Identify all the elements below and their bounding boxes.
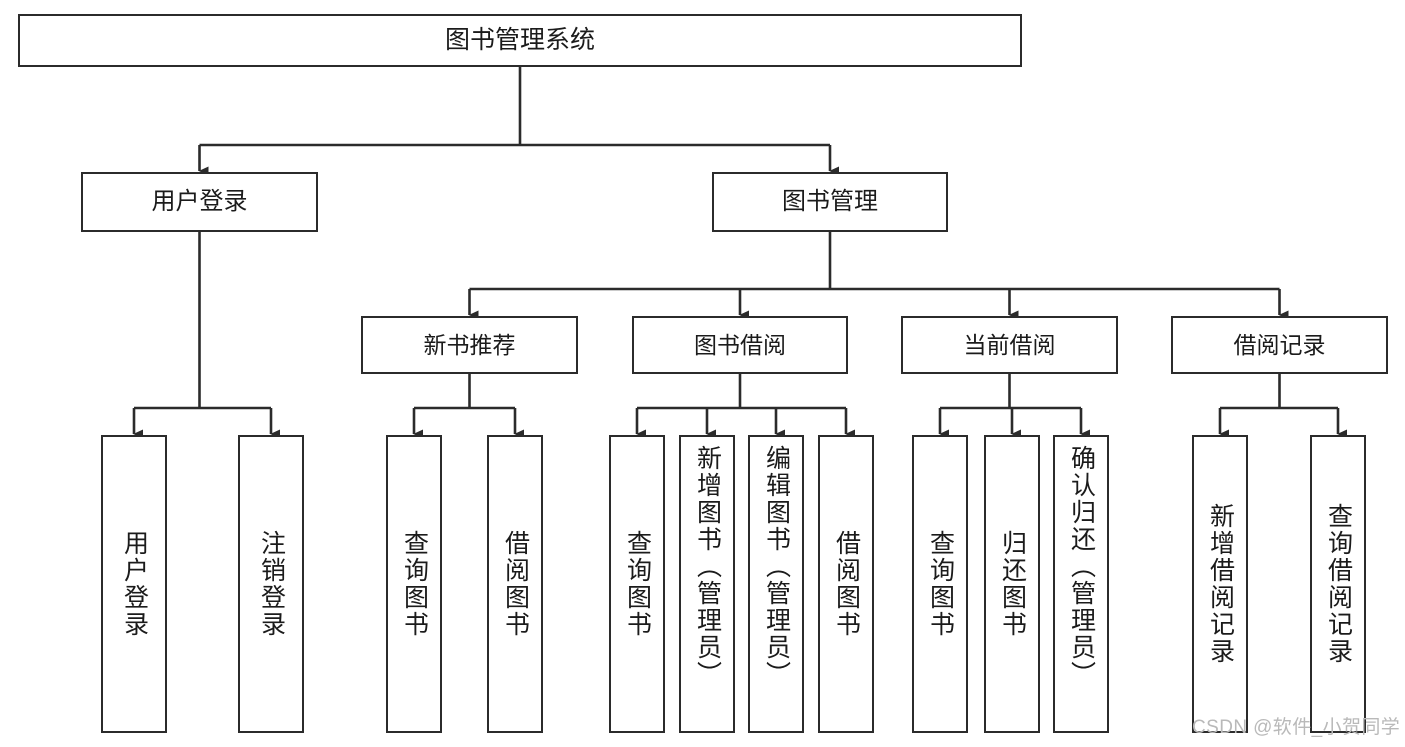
node-leaf-return-book[interactable]: 归还图书 (984, 435, 1040, 733)
node-book-borrow[interactable]: 图书借阅 (632, 316, 848, 374)
node-leaf-borrow-book-b-label: 借阅图书 (832, 530, 861, 638)
node-leaf-borrow-book-a-label: 借阅图书 (501, 530, 530, 638)
node-user-login-label: 用户登录 (151, 188, 248, 216)
node-leaf-confirm-return[interactable]: 确认归还（管理员） (1053, 435, 1109, 733)
node-book-borrow-label: 图书借阅 (694, 331, 786, 358)
node-leaf-user-login[interactable]: 用户登录 (101, 435, 167, 733)
node-leaf-user-login-label: 用户登录 (120, 530, 149, 638)
node-leaf-query-record-label: 查询借阅记录 (1324, 503, 1353, 665)
node-leaf-query-book-a[interactable]: 查询图书 (386, 435, 442, 733)
node-book-manage-label: 图书管理 (782, 188, 878, 216)
node-leaf-borrow-book-a[interactable]: 借阅图书 (487, 435, 543, 733)
node-leaf-query-book-c-label: 查询图书 (926, 530, 955, 638)
node-borrow-record-label: 借阅记录 (1233, 331, 1326, 358)
node-leaf-borrow-book-b[interactable]: 借阅图书 (818, 435, 874, 733)
node-leaf-add-record-label: 新增借阅记录 (1206, 503, 1235, 665)
node-new-book-recommend-label: 新书推荐 (423, 331, 516, 358)
node-root[interactable]: 图书管理系统 (18, 14, 1022, 67)
node-leaf-edit-book-label: 编辑图书（管理员） (762, 445, 791, 688)
node-current-borrow-label: 当前借阅 (963, 331, 1056, 358)
node-leaf-query-record[interactable]: 查询借阅记录 (1310, 435, 1366, 733)
node-current-borrow[interactable]: 当前借阅 (901, 316, 1118, 374)
node-leaf-add-record[interactable]: 新增借阅记录 (1192, 435, 1248, 733)
node-leaf-query-book-a-label: 查询图书 (400, 530, 429, 638)
node-leaf-add-book-label: 新增图书（管理员） (693, 445, 722, 688)
node-leaf-confirm-return-label: 确认归还（管理员） (1067, 445, 1096, 688)
node-leaf-query-book-b-label: 查询图书 (623, 530, 652, 638)
node-leaf-user-logout[interactable]: 注销登录 (238, 435, 304, 733)
node-leaf-return-book-label: 归还图书 (998, 530, 1027, 638)
node-leaf-add-book[interactable]: 新增图书（管理员） (679, 435, 735, 733)
node-leaf-query-book-b[interactable]: 查询图书 (609, 435, 665, 733)
node-root-label: 图书管理系统 (444, 26, 595, 55)
node-leaf-user-logout-label: 注销登录 (257, 530, 286, 638)
node-leaf-query-book-c[interactable]: 查询图书 (912, 435, 968, 733)
node-new-book-recommend[interactable]: 新书推荐 (361, 316, 578, 374)
node-book-manage[interactable]: 图书管理 (712, 172, 948, 232)
node-leaf-edit-book[interactable]: 编辑图书（管理员） (748, 435, 804, 733)
node-borrow-record[interactable]: 借阅记录 (1171, 316, 1388, 374)
node-user-login[interactable]: 用户登录 (81, 172, 318, 232)
